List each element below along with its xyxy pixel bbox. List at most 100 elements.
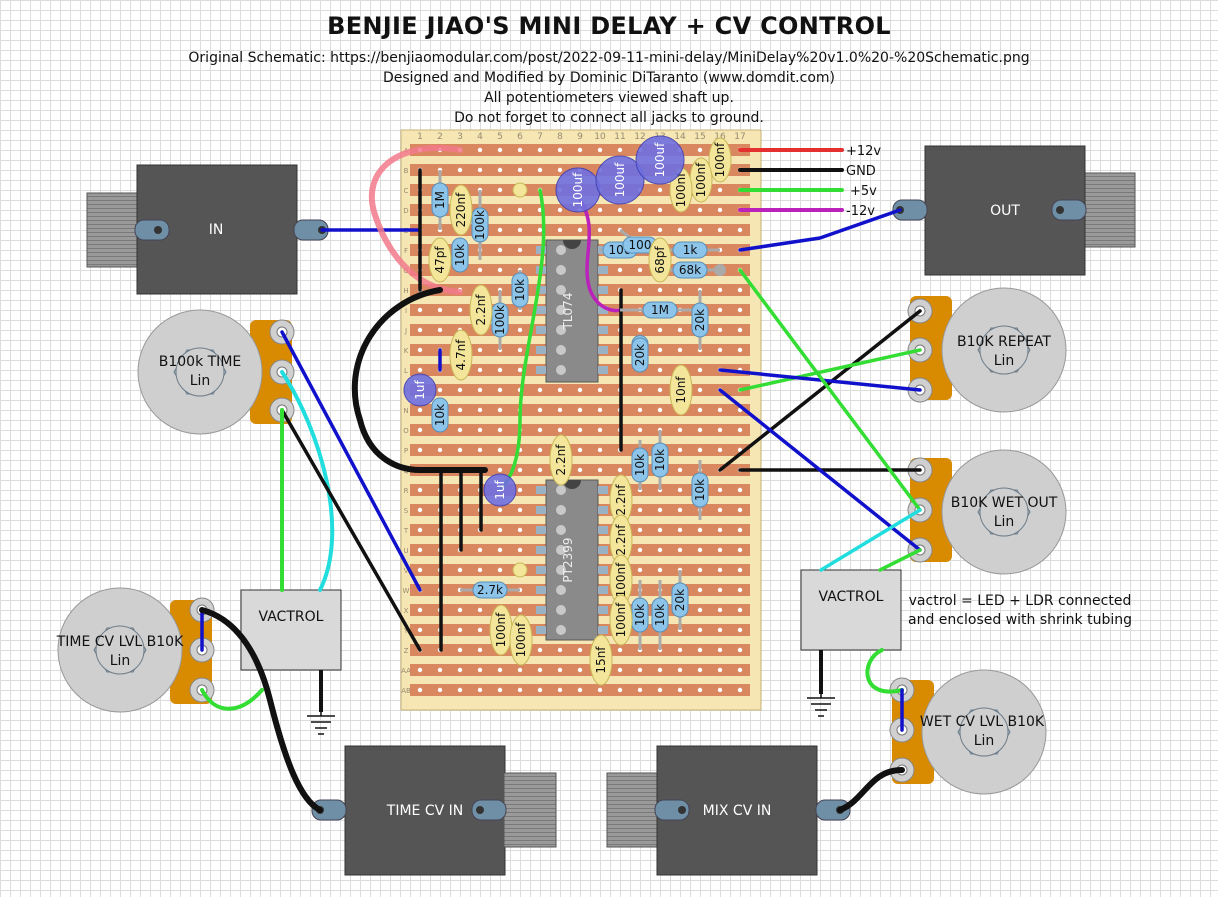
row-label: AA [401, 667, 411, 675]
film-capacitor: 15nf [589, 634, 613, 686]
pot-repeat-label: B10K REPEAT [957, 334, 1051, 350]
pot-repeat-taper: Lin [994, 353, 1015, 369]
svg-text:100nf: 100nf [614, 562, 628, 598]
svg-text:1uf: 1uf [493, 479, 507, 499]
film-capacitor: 100nf [689, 157, 713, 203]
vactrol-right[interactable]: VACTROL [800, 569, 902, 651]
row-label: K [404, 347, 409, 355]
resistor: 10k [431, 397, 449, 433]
svg-text:1uf: 1uf [413, 379, 427, 399]
pot-time-cv-lvl-taper: Lin [110, 653, 131, 669]
row-label: O [403, 427, 409, 435]
vactrol-note-line-2: and enclosed with shrink tubing [908, 612, 1132, 628]
svg-text:10k: 10k [633, 454, 647, 476]
resistor: 20k [671, 582, 689, 618]
resistor: 1k [672, 241, 708, 259]
column-label: 12 [634, 132, 645, 142]
row-label: S [404, 507, 409, 515]
vactrol-left[interactable]: VACTROL [240, 589, 342, 671]
svg-text:4.7nf: 4.7nf [454, 339, 468, 371]
column-label: 10 [594, 132, 606, 142]
film-capacitor: 100nf [708, 137, 732, 183]
schematic-source-note: Original Schematic: https://benjiaomodul… [188, 50, 1030, 66]
in-jack[interactable]: IN [86, 164, 329, 295]
film-capacitor: 100nf [609, 554, 633, 606]
svg-text:10k: 10k [633, 604, 647, 626]
designer-note: Designed and Modified by Dominic DiTaran… [382, 70, 835, 86]
column-label: 4 [477, 132, 483, 142]
time-cv-in-label: TIME CV IN [386, 803, 463, 819]
ic-tl074[interactable]: TL074 [536, 239, 608, 383]
resistor: 10k [691, 472, 709, 508]
pot-b10k-wet-out[interactable]: B10K WET OUT Lin [907, 449, 1067, 575]
column-label: 1 [417, 132, 423, 142]
film-capacitor: 100nf [509, 614, 533, 666]
film-capacitor: 220nf [449, 184, 473, 236]
row-label: X [404, 607, 409, 615]
pot-wet-cv-lvl[interactable]: WET CV LVL B10K Lin [889, 669, 1047, 795]
svg-text:2.2nf: 2.2nf [614, 484, 628, 516]
row-label: B [404, 167, 409, 175]
svg-text:20k: 20k [633, 344, 647, 366]
time-cv-in-jack[interactable]: TIME CV IN [311, 745, 557, 876]
svg-text:20k: 20k [673, 589, 687, 611]
resistor: 1M [431, 182, 449, 218]
svg-text:2.2nf: 2.2nf [474, 294, 488, 326]
electrolytic-capacitor: 1uf [483, 473, 517, 507]
film-capacitor: 2.2nf [549, 434, 573, 486]
svg-text:10k: 10k [693, 479, 707, 501]
film-capacitor: 2.2nf [609, 514, 633, 566]
svg-text:100k: 100k [493, 305, 507, 335]
svg-text:2.7k: 2.7k [477, 583, 503, 597]
svg-text:100uf: 100uf [613, 162, 627, 198]
svg-text:10k: 10k [653, 449, 667, 471]
column-label: 7 [537, 132, 543, 142]
out-jack[interactable]: OUT [892, 145, 1136, 276]
svg-text:100uf: 100uf [653, 142, 667, 178]
pot-time-taper: Lin [190, 373, 211, 389]
wires [199, 145, 922, 813]
resistor: 20k [631, 337, 649, 373]
svg-text:68pf: 68pf [653, 246, 667, 274]
svg-text:1M: 1M [651, 303, 669, 317]
resistor: 10k [631, 447, 649, 483]
column-label: 8 [557, 132, 563, 142]
pot-wet-cv-lvl-label: WET CV LVL B10K [920, 714, 1045, 730]
vactrol-note-line-1: vactrol = LED + LDR connected [909, 593, 1132, 609]
components: 1M100k10k10k100k10k10k1k68k1001001M20k10… [403, 135, 732, 686]
ic-pt2399[interactable]: PT2399 [536, 479, 608, 641]
pot-time-cv-lvl[interactable]: TIME CV LVL B10K Lin [56, 587, 215, 713]
svg-text:100nf: 100nf [674, 172, 688, 208]
film-capacitor: 100nf [669, 167, 693, 213]
column-label: 6 [517, 132, 523, 142]
power-label-plus12v: +12v [846, 144, 881, 159]
mix-cv-in-label: MIX CV IN [703, 803, 772, 819]
row-label: Y [403, 627, 409, 635]
power-label-plus5v: +5v [850, 184, 877, 199]
film-capacitor: 68pf [648, 237, 672, 283]
row-label: T [403, 527, 409, 535]
column-label: 2 [437, 132, 443, 142]
film-capacitor: 100nf [609, 594, 633, 646]
svg-text:100nf: 100nf [494, 612, 508, 648]
row-label: L [404, 367, 408, 375]
column-label: 15 [694, 132, 705, 142]
power-labels: +12v GND +5v -12v [846, 144, 881, 219]
svg-text:1M: 1M [433, 191, 447, 209]
svg-text:100nf: 100nf [614, 602, 628, 638]
pot-b100k-time[interactable]: B100k TIME Lin [137, 309, 295, 435]
svg-text:1k: 1k [683, 243, 698, 257]
pot-b10k-repeat[interactable]: B10K REPEAT Lin [907, 287, 1067, 413]
row-label: AB [401, 687, 411, 695]
svg-text:100nf: 100nf [514, 622, 528, 658]
pot-wet-cv-lvl-taper: Lin [974, 733, 995, 749]
row-label: C [404, 187, 409, 195]
row-label: P [404, 447, 408, 455]
resistor: 10k [651, 597, 669, 633]
svg-text:10k: 10k [433, 404, 447, 426]
svg-text:47pf: 47pf [433, 246, 447, 274]
resistor: 20k [691, 302, 709, 338]
mix-cv-in-jack[interactable]: MIX CV IN [606, 745, 851, 876]
film-capacitor: 2.2nf [469, 284, 493, 336]
film-capacitor: 47pf [428, 237, 452, 283]
